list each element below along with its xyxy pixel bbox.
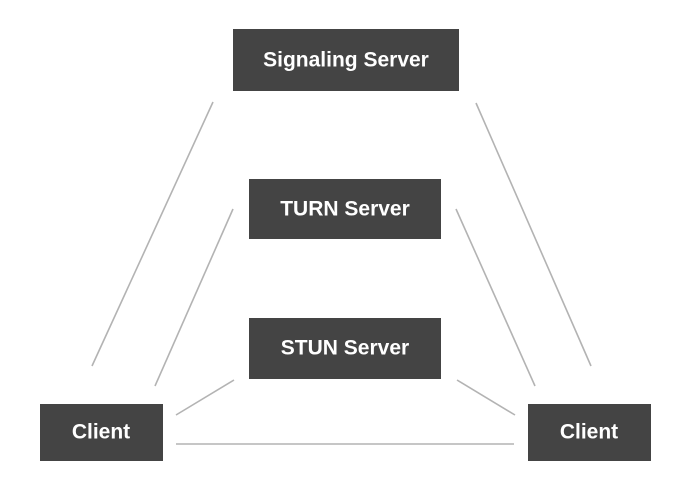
signaling-server-node: Signaling Server	[233, 29, 459, 91]
turn-server-label: TURN Server	[280, 198, 410, 221]
line-right-client-to-turn	[455, 208, 536, 387]
right-client-node: Client	[528, 404, 651, 461]
line-right-client-to-stun	[456, 379, 516, 416]
line-left-client-to-stun	[175, 379, 235, 416]
right-client-label: Client	[560, 421, 618, 444]
signaling-server-box	[233, 29, 459, 91]
left-client-label: Client	[72, 421, 130, 444]
stun-server-label: STUN Server	[281, 337, 409, 360]
stun-server-box	[249, 318, 441, 379]
line-right-client-to-signaling	[475, 102, 592, 367]
right-client-box	[528, 404, 651, 461]
left-client-node: Client	[40, 404, 163, 461]
turn-server-node: TURN Server	[249, 179, 441, 239]
line-left-client-to-turn	[154, 208, 234, 387]
stun-server-node: STUN Server	[249, 318, 441, 379]
signaling-server-label: Signaling Server	[263, 49, 429, 72]
line-left-client-to-signaling	[91, 101, 214, 367]
turn-server-box	[249, 179, 441, 239]
left-client-box	[40, 404, 163, 461]
